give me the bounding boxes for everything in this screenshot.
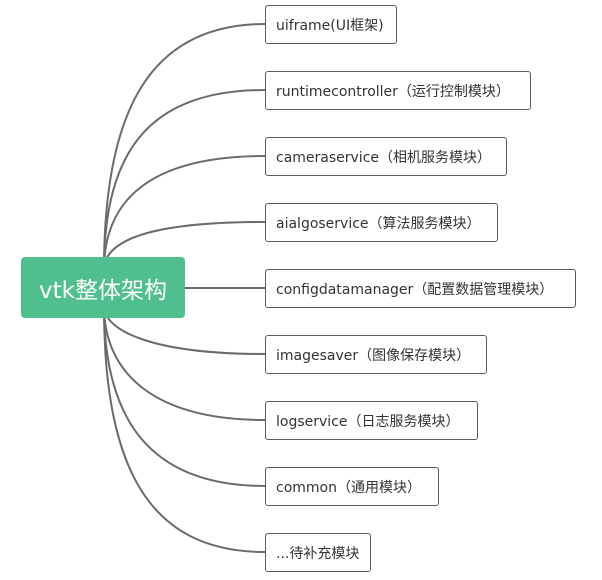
branch-line-8 [103,305,266,487]
node-aialgoservice[interactable]: aialgoservice（算法服务模块） [265,203,498,242]
branch-line-2 [103,89,266,271]
node-cameraservice[interactable]: cameraservice（相机服务模块） [265,137,507,176]
branch-line-1 [103,23,266,271]
node-pending-modules[interactable]: ...待补充模块 [265,533,371,572]
root-node[interactable]: vtk整体架构 [21,257,185,318]
node-runtimecontroller[interactable]: runtimecontroller（运行控制模块） [265,71,531,110]
node-common[interactable]: common（通用模块） [265,467,439,506]
node-imagesaver[interactable]: imagesaver（图像保存模块） [265,335,487,374]
node-configdatamanager[interactable]: configdatamanager（配置数据管理模块） [265,269,576,308]
branch-line-3 [103,155,266,271]
branch-line-7 [103,305,266,421]
branch-line-9 [103,305,266,553]
node-uiframe[interactable]: uiframe(UI框架) [265,5,397,44]
node-logservice[interactable]: logservice（日志服务模块） [265,401,478,440]
